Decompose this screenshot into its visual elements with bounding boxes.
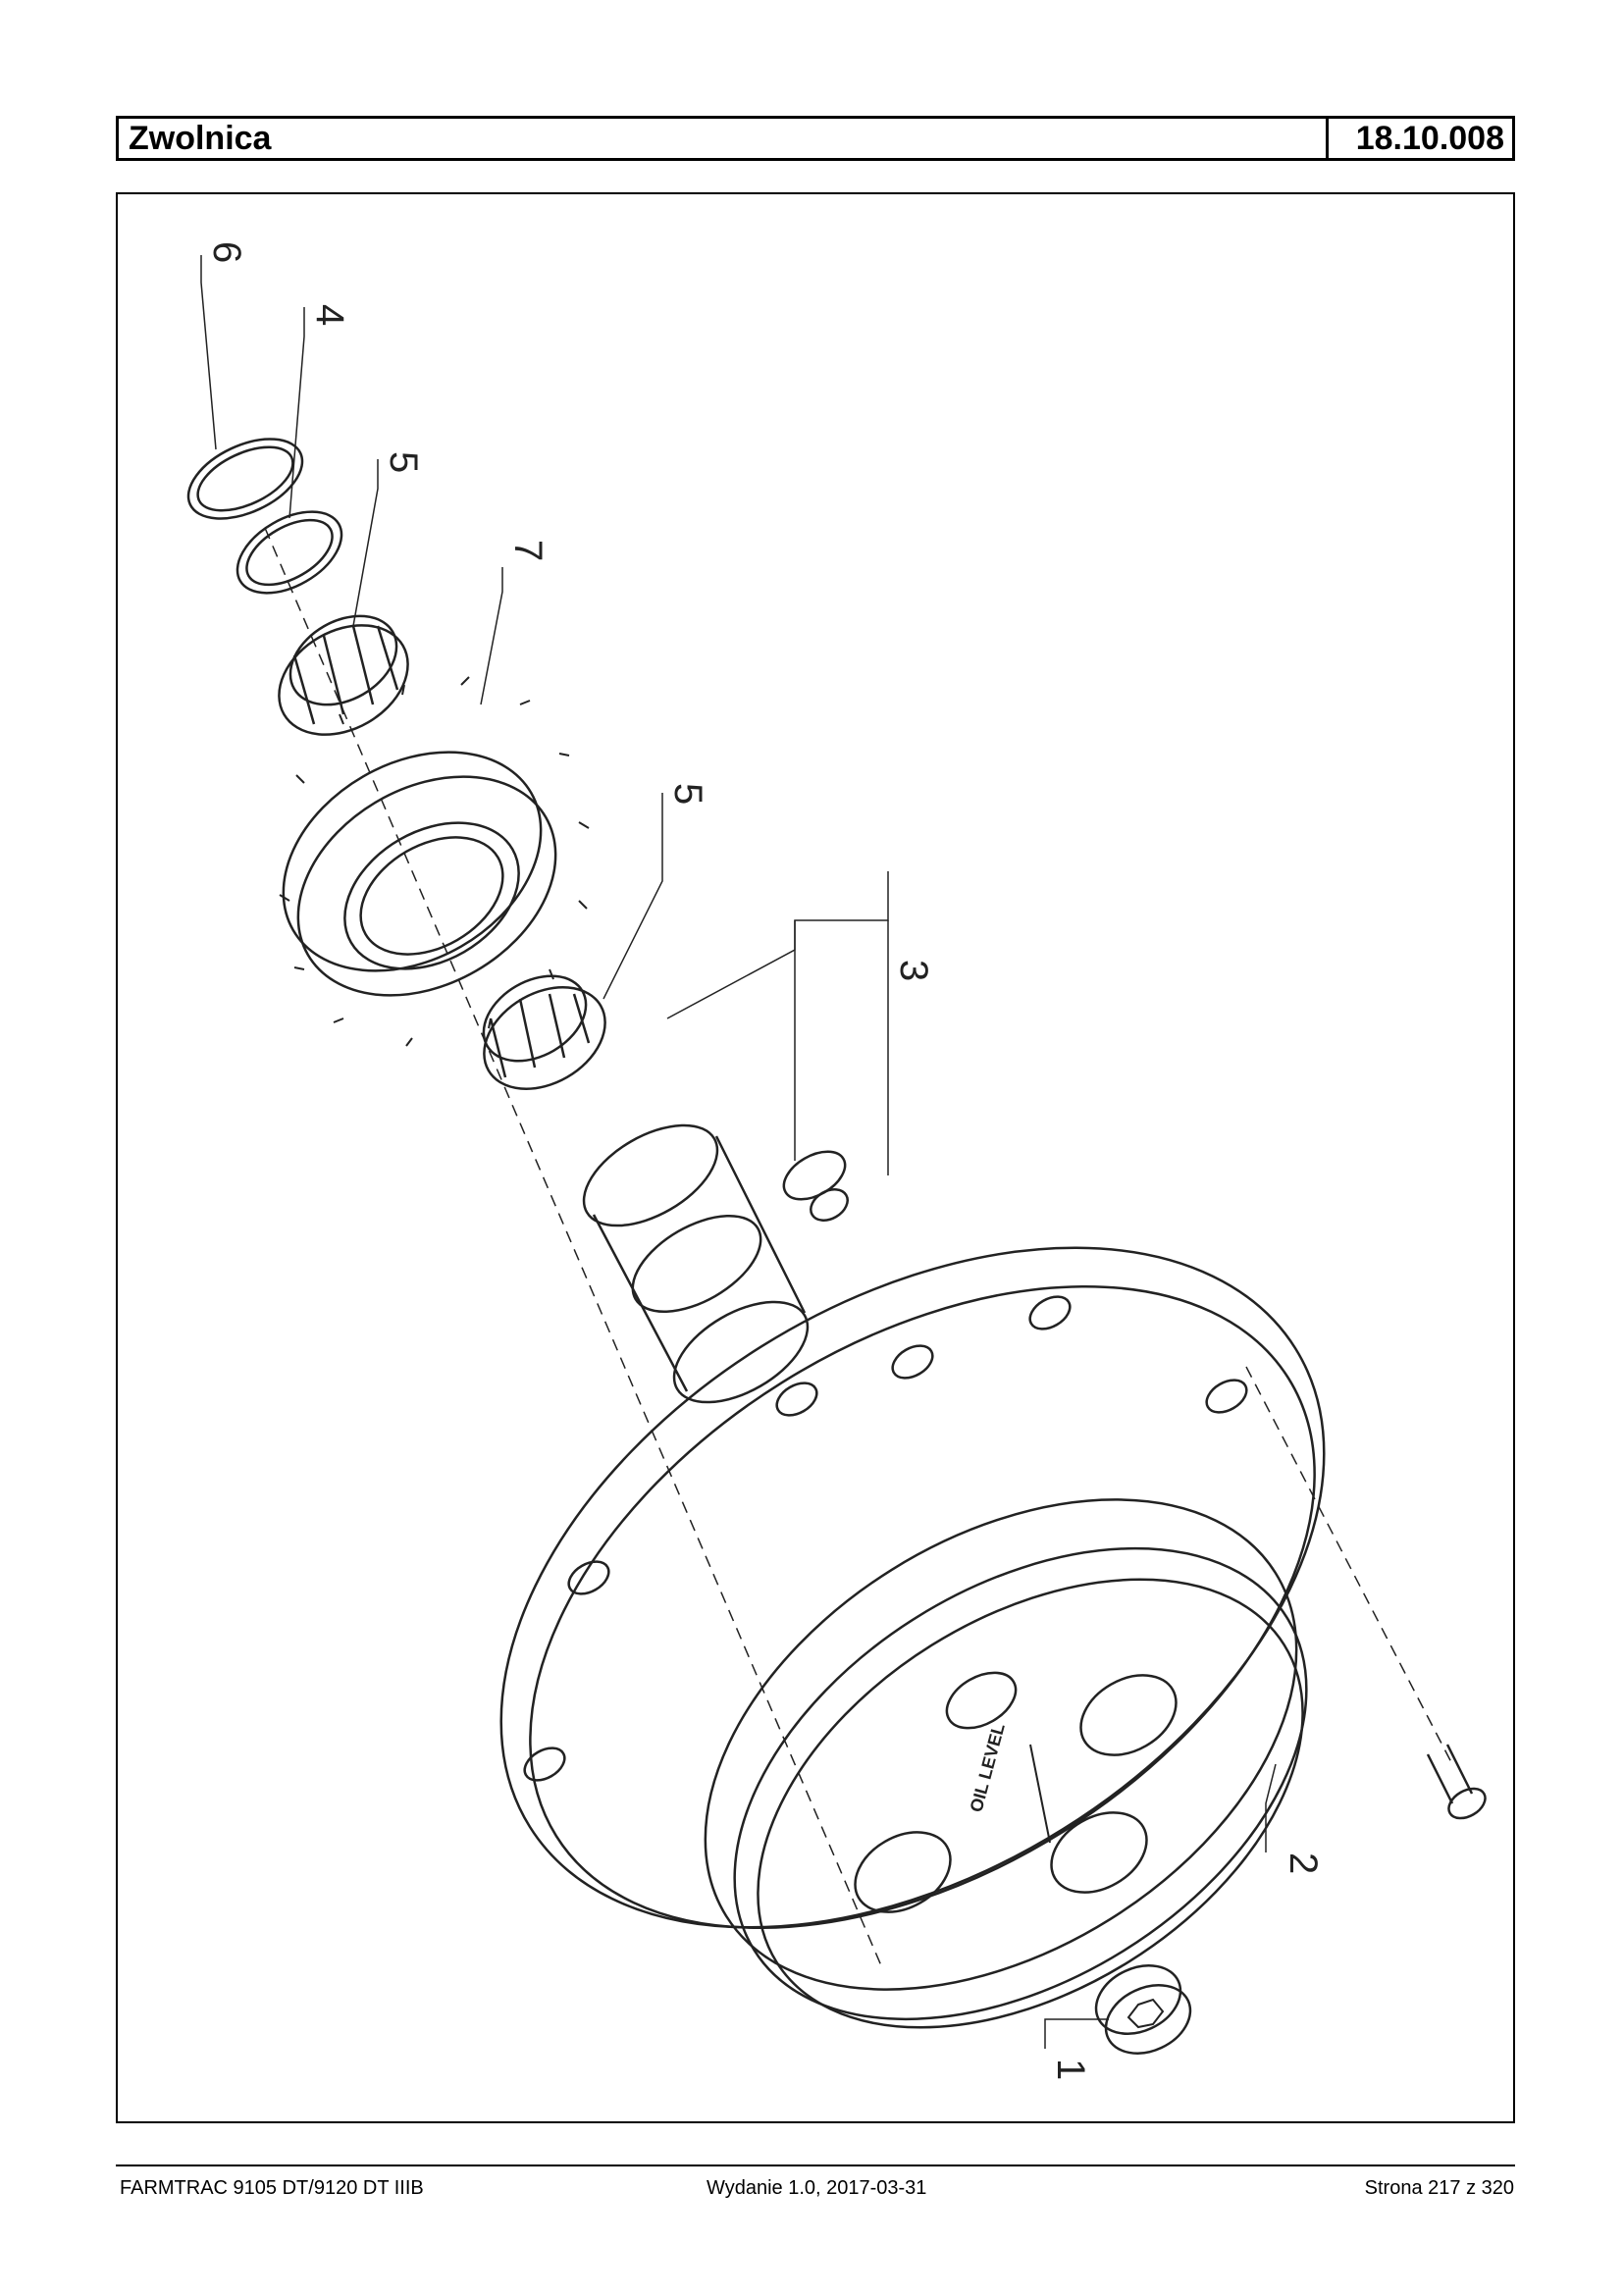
diagram-frame: OIL LEVEL 6 4 5 7 bbox=[116, 192, 1515, 2123]
callout-7: 7 bbox=[506, 540, 550, 561]
part-5-bearing-lower bbox=[482, 974, 606, 1090]
callout-5-upper: 5 bbox=[382, 451, 425, 473]
page-header: Zwolnica 18.10.008 bbox=[116, 116, 1515, 161]
part-7-gear bbox=[279, 676, 590, 1047]
part-4-ring bbox=[236, 510, 343, 595]
part-3-small-plug bbox=[782, 1150, 849, 1222]
callout-4: 4 bbox=[308, 304, 351, 326]
callout-6: 6 bbox=[205, 241, 248, 263]
section-code: 18.10.008 bbox=[1326, 119, 1512, 158]
footer-page: Strona 217 z 320 bbox=[1364, 2177, 1514, 2199]
part-2-bolt bbox=[1426, 1744, 1487, 1820]
footer-edition: Wydanie 1.0, 2017-03-31 bbox=[707, 2177, 927, 2199]
callout-1: 1 bbox=[1049, 2059, 1092, 2080]
part-6-snap-ring bbox=[186, 438, 304, 520]
bolt-axis bbox=[1245, 1366, 1453, 1765]
footer-rule bbox=[116, 2165, 1515, 2166]
page-title: Zwolnica bbox=[129, 120, 272, 157]
part-3-shaft-pin bbox=[582, 1123, 810, 1404]
callout-2: 2 bbox=[1282, 1852, 1325, 1874]
part-5-bearing-upper bbox=[278, 614, 409, 736]
part-1-drain-plug bbox=[1094, 1964, 1192, 2055]
callout-5-lower: 5 bbox=[666, 783, 709, 805]
footer-model: FARMTRAC 9105 DT/9120 DT IIIB bbox=[120, 2177, 424, 2199]
assembly-axis bbox=[264, 527, 884, 1971]
callout-3: 3 bbox=[892, 960, 935, 981]
exploded-parts-drawing: OIL LEVEL 6 4 5 7 bbox=[186, 241, 1487, 2080]
wheel-hub-housing: OIL LEVEL bbox=[499, 1246, 1326, 2029]
leader-lines bbox=[200, 255, 1277, 2049]
oil-level-marking: OIL LEVEL bbox=[967, 1721, 1009, 1814]
